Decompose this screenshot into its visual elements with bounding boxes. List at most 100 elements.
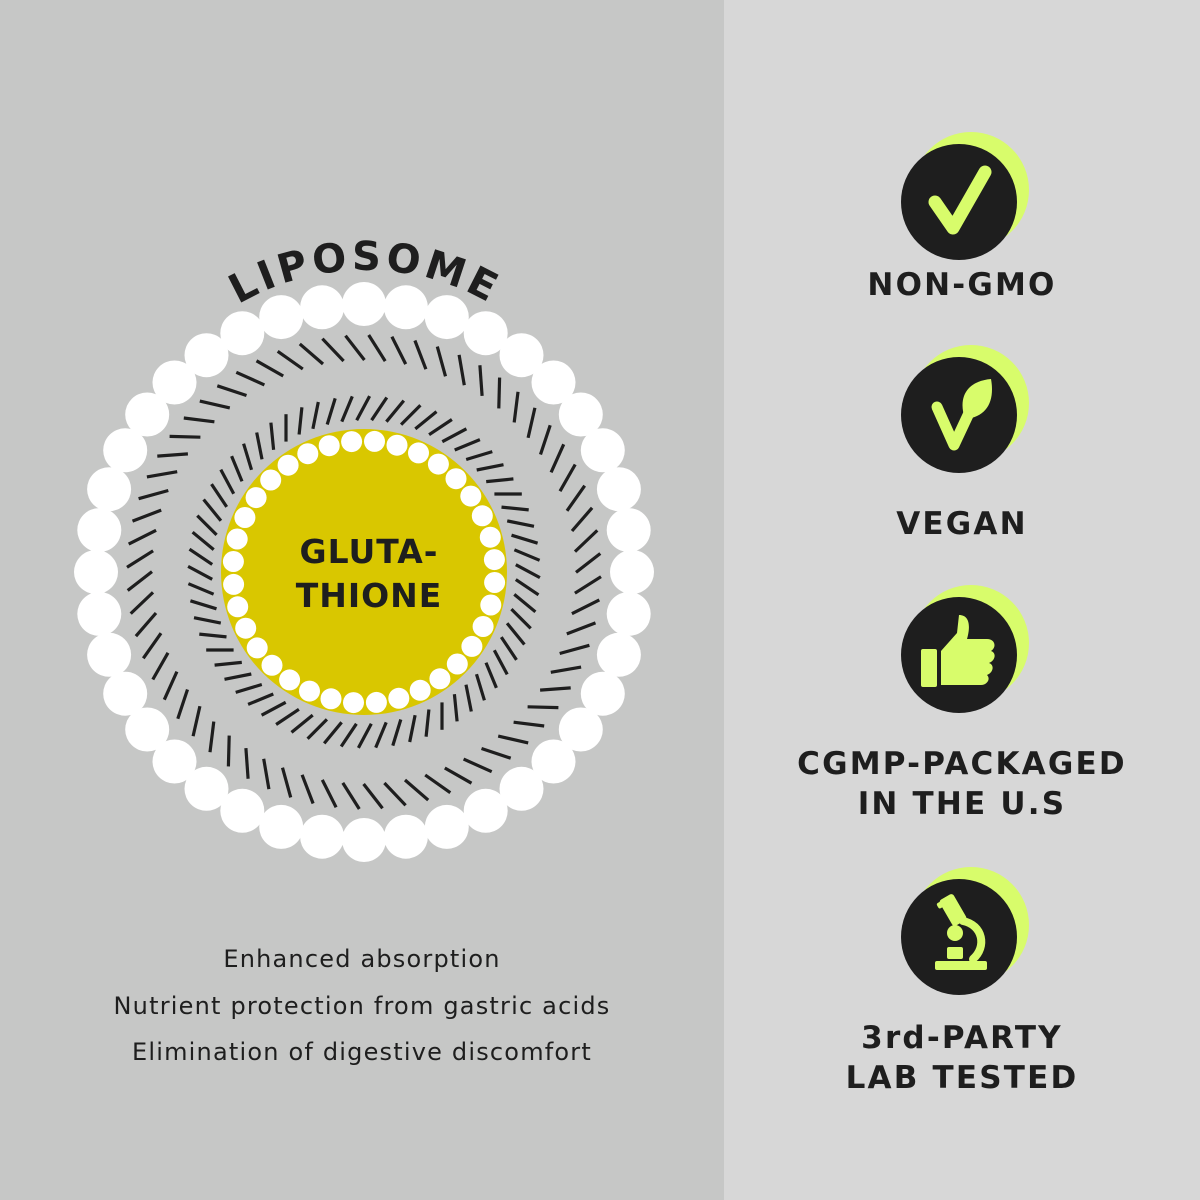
lipid-head-bead xyxy=(558,707,603,752)
lipid-tail-line xyxy=(255,432,264,460)
lipid-head-bead xyxy=(409,679,431,701)
lipid-tail-line xyxy=(462,757,493,774)
lipid-tail-line xyxy=(244,747,250,779)
lipid-tail-line xyxy=(344,334,366,361)
lipid-head-bead xyxy=(74,550,118,594)
lipid-head-bead xyxy=(580,428,625,473)
lipid-head-bead xyxy=(499,333,544,378)
lipid-tail-line xyxy=(188,547,214,566)
lipid-tail-line xyxy=(321,337,345,363)
lipid-tail-line xyxy=(566,621,597,636)
lipid-tail-line xyxy=(492,649,509,676)
lipid-tail-line xyxy=(486,477,514,484)
lipid-head-bead xyxy=(479,526,501,548)
lipid-head-bead xyxy=(460,485,482,507)
lipid-head-bead xyxy=(484,572,506,593)
lipid-tail-line xyxy=(538,424,552,456)
lipid-head-bead xyxy=(245,487,267,509)
lipid-tail-line xyxy=(497,377,502,409)
lipid-tail-line xyxy=(191,705,202,737)
lipid-head-bead xyxy=(152,739,197,784)
lipid-tail-line xyxy=(127,528,157,546)
lipid-tail-line xyxy=(370,396,389,422)
lipid-tail-line xyxy=(262,758,271,790)
lipid-head-bead xyxy=(260,469,282,491)
lipid-head-bead xyxy=(365,691,387,713)
lipid-head-bead xyxy=(383,285,428,330)
lipid-head-bead xyxy=(606,591,651,636)
lipid-tail-line xyxy=(515,563,541,580)
lipid-tail-line xyxy=(269,422,276,450)
lipid-tail-line xyxy=(465,450,493,462)
lipid-head-bead xyxy=(342,818,386,862)
lipid-head-bead xyxy=(87,467,132,512)
lipid-tail-line xyxy=(219,468,236,495)
lipid-tail-line xyxy=(480,746,512,760)
lipid-tail-line xyxy=(512,391,520,423)
lipid-head-bead xyxy=(461,635,483,657)
lipid-tail-line xyxy=(126,549,154,569)
lipid-head-bead xyxy=(87,632,132,677)
lipid-tail-line xyxy=(367,334,387,362)
lipid-tail-line xyxy=(306,718,329,740)
lipid-tail-line xyxy=(374,721,388,749)
benefit-item: Enhanced absorption xyxy=(223,945,501,973)
lipid-head-bead xyxy=(364,430,385,452)
lipid-head-bead xyxy=(610,550,654,594)
lipid-tail-line xyxy=(424,709,431,737)
lipid-tail-line xyxy=(341,782,361,810)
lipid-tail-line xyxy=(505,622,526,646)
lipid-tail-line xyxy=(275,707,300,726)
lipid-tail-line xyxy=(226,735,231,767)
inner-lipid-tails xyxy=(187,395,541,749)
microscope-icon xyxy=(901,867,1029,995)
lipid-tail-line xyxy=(573,529,599,553)
lipid-tail-line xyxy=(414,410,438,431)
lipid-tail-line xyxy=(383,781,407,807)
lipid-tail-line xyxy=(138,488,169,501)
lipid-tail-line xyxy=(510,607,532,630)
lipid-tail-line xyxy=(399,404,422,426)
lipid-tail-line xyxy=(452,694,459,722)
lipid-tail-line xyxy=(297,407,304,435)
lipid-tail-line xyxy=(126,570,153,592)
lipid-head-bead xyxy=(223,573,245,595)
lipid-head-bead xyxy=(424,804,469,849)
lipid-tail-line xyxy=(322,721,343,745)
lipid-tail-line xyxy=(497,734,529,745)
lipid-head-bead xyxy=(343,692,364,714)
lipid-tail-line xyxy=(478,365,484,397)
lipid-head-bead xyxy=(77,591,122,636)
lipid-tail-line xyxy=(513,548,541,562)
lipid-head-bead xyxy=(184,333,229,378)
lipid-tail-line xyxy=(408,714,417,743)
lipid-tail-line xyxy=(539,686,571,692)
lipid-tail-line xyxy=(183,416,215,424)
lipid-head-bead xyxy=(103,671,148,716)
lipid-tail-line xyxy=(501,505,529,512)
lipid-tail-line xyxy=(157,452,189,458)
lipid-head-bead xyxy=(297,443,319,465)
lipid-head-bead xyxy=(103,428,148,473)
lipid-tail-line xyxy=(511,533,539,545)
lipid-tail-line xyxy=(235,370,266,387)
benefits-list: Enhanced absorption Nutrient protection … xyxy=(0,936,724,1076)
lipid-head-bead xyxy=(300,285,345,330)
lipid-head-bead xyxy=(277,454,299,476)
lipid-tail-line xyxy=(216,384,248,398)
lipid-tail-line xyxy=(391,719,403,747)
outer-lipid-tails xyxy=(126,334,602,810)
lipid-tail-line xyxy=(131,508,162,523)
lipid-tail-line xyxy=(444,766,473,785)
badge-label: CGMP-PACKAGED xyxy=(797,746,1127,782)
lipid-head-bead xyxy=(227,596,249,618)
lipid-tail-line xyxy=(151,652,170,681)
lipid-tail-line xyxy=(176,688,190,720)
lipid-head-bead xyxy=(235,617,257,639)
lipid-head-bead xyxy=(341,431,363,453)
lipid-head-bead xyxy=(259,295,304,340)
lipid-head-bead xyxy=(480,594,502,616)
lipid-tail-line xyxy=(169,434,201,439)
benefit-item: Elimination of digestive discomfort xyxy=(132,1038,592,1066)
lipid-head-bead xyxy=(226,528,248,550)
